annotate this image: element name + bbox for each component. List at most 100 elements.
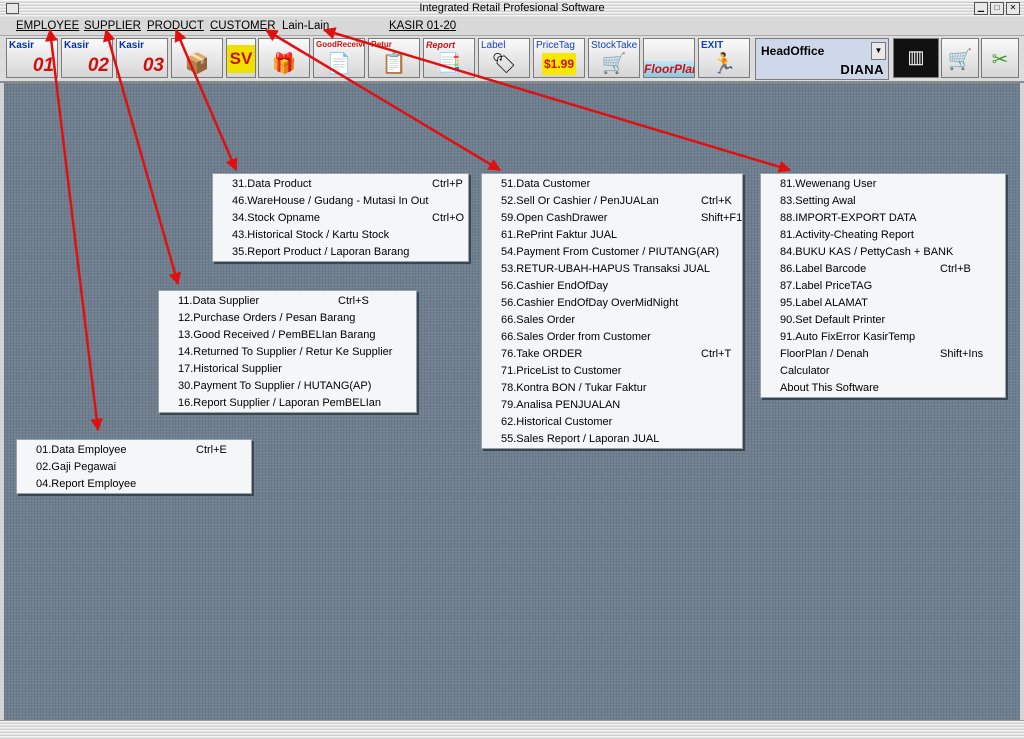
menu-item-label: 43.Historical Stock / Kartu Stock — [232, 229, 390, 241]
menu-item-data-customer[interactable]: 51.Data Customer — [482, 176, 742, 193]
menu-item-sales-order-from-customer[interactable]: 66.Sales Order from Customer — [482, 329, 742, 346]
menu-item-auto-fixerror[interactable]: 91.Auto FixError KasirTemp — [761, 329, 1005, 346]
menu-item-label: 61.RePrint Faktur JUAL — [501, 229, 618, 241]
sv-button[interactable]: SV — [226, 38, 256, 78]
menu-supplier[interactable]: SUPPLIER — [84, 20, 141, 32]
menu-item-payment-from-customer[interactable]: 54.Payment From Customer / PIUTANG(AR) — [482, 244, 742, 261]
cart-button[interactable]: 🛒 — [941, 38, 979, 78]
stock-button[interactable]: 📦 — [171, 38, 223, 78]
menu-item-report-product[interactable]: 35.Report Product / Laporan Barang — [213, 244, 468, 261]
menu-product[interactable]: PRODUCT — [147, 20, 204, 32]
menu-item-payment-to-supplier[interactable]: 30.Payment To Supplier / HUTANG(AP) — [159, 378, 416, 395]
menu-item-sales-report[interactable]: 55.Sales Report / Laporan JUAL — [482, 431, 742, 448]
menu-item-gaji-pegawai[interactable]: 02.Gaji Pegawai — [17, 459, 251, 476]
menu-item-reprint-faktur[interactable]: 61.RePrint Faktur JUAL — [482, 227, 742, 244]
close-icon[interactable]: ✕ — [1006, 2, 1020, 15]
menu-item-kontra-bon[interactable]: 78.Kontra BON / Tukar Faktur — [482, 380, 742, 397]
menu-item-shortcut: Shift+F1 — [701, 212, 743, 224]
menu-item-label: 76.Take ORDER — [501, 348, 583, 360]
product-button[interactable]: 🎁 — [258, 38, 310, 78]
menu-lain-lain[interactable]: Lain-Lain — [282, 20, 330, 32]
report-button[interactable]: Report 📑 — [423, 38, 475, 78]
pricetag-button[interactable]: PriceTag $1.99 — [533, 38, 585, 78]
menu-item-label: Calculator — [780, 365, 830, 377]
menu-item-returned-to-supplier[interactable]: 14.Returned To Supplier / Retur Ke Suppl… — [159, 344, 416, 361]
button-caption: EXIT — [701, 40, 724, 51]
floorplan-button[interactable]: FloorPlan — [643, 38, 695, 78]
office-combo[interactable]: HeadOffice ▼ DIANA — [755, 38, 889, 80]
menu-item-about[interactable]: About This Software — [761, 380, 1005, 397]
title-bar: Integrated Retail Profesional Software ▁… — [0, 0, 1024, 18]
minimize-icon[interactable]: ▁ — [974, 2, 988, 15]
good-received-icon: 📄 — [326, 53, 352, 75]
menu-item-calculator[interactable]: Calculator — [761, 363, 1005, 380]
label-icon: 🏷 — [491, 53, 517, 75]
menu-item-report-employee[interactable]: 04.Report Employee — [17, 476, 251, 493]
button-caption: Kasir — [64, 40, 90, 51]
menu-item-purchase-orders[interactable]: 12.Purchase Orders / Pesan Barang — [159, 310, 416, 327]
menu-item-retur-ubah-hapus[interactable]: 53.RETUR-UBAH-HAPUS Transaksi JUAL — [482, 261, 742, 278]
menu-item-cashier-endofday[interactable]: 56.Cashier EndOfDay — [482, 278, 742, 295]
customer-dropdown: 51.Data Customer 52.Sell Or Cashier / Pe… — [481, 173, 743, 449]
menu-item-set-default-printer[interactable]: 90.Set Default Printer — [761, 312, 1005, 329]
menu-item-historical-supplier[interactable]: 17.Historical Supplier — [159, 361, 416, 378]
menu-item-buku-kas[interactable]: 84.BUKU KAS / PettyCash + BANK — [761, 244, 1005, 261]
menu-item-report-supplier[interactable]: 16.Report Supplier / Laporan PemBELIan — [159, 395, 416, 412]
window-menu-icon[interactable] — [6, 3, 19, 14]
kasir-01-button[interactable]: Kasir 01 — [6, 38, 58, 78]
menu-item-label: 04.Report Employee — [36, 478, 137, 490]
menu-item-label-alamat[interactable]: 95.Label ALAMAT — [761, 295, 1005, 312]
kasir-02-button[interactable]: Kasir 02 — [61, 38, 113, 78]
menu-item-label: 55.Sales Report / Laporan JUAL — [501, 433, 660, 445]
menu-item-historical-stock[interactable]: 43.Historical Stock / Kartu Stock — [213, 227, 468, 244]
tools-button[interactable]: ✂ — [981, 38, 1019, 78]
menu-customer[interactable]: CUSTOMER — [210, 20, 276, 32]
menu-item-setting-awal[interactable]: 83.Setting Awal — [761, 193, 1005, 210]
menu-item-historical-customer[interactable]: 62.Historical Customer — [482, 414, 742, 431]
retur-button[interactable]: Retur 📋 — [368, 38, 420, 78]
sv-icon: SV — [227, 45, 255, 73]
barcode-button[interactable]: ▥ — [893, 38, 939, 78]
button-caption: Kasir — [119, 40, 145, 51]
menu-item-sales-order[interactable]: 66.Sales Order — [482, 312, 742, 329]
button-caption: StockTake — [591, 40, 638, 51]
menu-item-wewenang-user[interactable]: 81.Wewenang User — [761, 176, 1005, 193]
menu-item-label: 81.Wewenang User — [780, 178, 877, 190]
menu-item-label-pricetag[interactable]: 87.Label PriceTAG — [761, 278, 1005, 295]
maximize-icon[interactable]: □ — [990, 2, 1004, 15]
menu-employee[interactable]: EMPLOYEE — [16, 20, 80, 32]
menu-item-label: 46.WareHouse / Gudang - Mutasi In Out — [232, 195, 429, 207]
menu-item-cashier-endofday-overmidnight[interactable]: 56.Cashier EndOfDay OverMidNight — [482, 295, 742, 312]
menu-item-import-export[interactable]: 88.IMPORT-EXPORT DATA — [761, 210, 1005, 227]
menu-item-label: About This Software — [780, 382, 879, 394]
retur-icon: 📋 — [381, 53, 407, 75]
chevron-down-icon[interactable]: ▼ — [871, 42, 886, 60]
window-controls: ▁ □ ✕ — [974, 2, 1020, 15]
label-button[interactable]: Label 🏷 — [478, 38, 530, 78]
exit-button[interactable]: EXIT 🏃 — [698, 38, 750, 78]
menu-item-analisa-penjualan[interactable]: 79.Analisa PENJUALAN — [482, 397, 742, 414]
menu-item-warehouse[interactable]: 46.WareHouse / Gudang - Mutasi In Out — [213, 193, 468, 210]
menu-item-activity-cheating[interactable]: 81.Activity-Cheating Report — [761, 227, 1005, 244]
menu-item-good-received[interactable]: 13.Good Received / PemBELIan Barang — [159, 327, 416, 344]
menu-item-label: 12.Purchase Orders / Pesan Barang — [178, 312, 356, 324]
menu-item-pricelist[interactable]: 71.PriceList to Customer — [482, 363, 742, 380]
floorplan-icon: FloorPlan — [644, 61, 695, 77]
stock-icon: 📦 — [184, 53, 210, 75]
kasir-03-button[interactable]: Kasir 03 — [116, 38, 168, 78]
button-caption: PriceTag — [536, 40, 575, 51]
office-value: HeadOffice — [761, 44, 825, 58]
menu-item-label: 79.Analisa PENJUALAN — [501, 399, 621, 411]
stocktake-button[interactable]: StockTake 🛒 — [588, 38, 640, 78]
